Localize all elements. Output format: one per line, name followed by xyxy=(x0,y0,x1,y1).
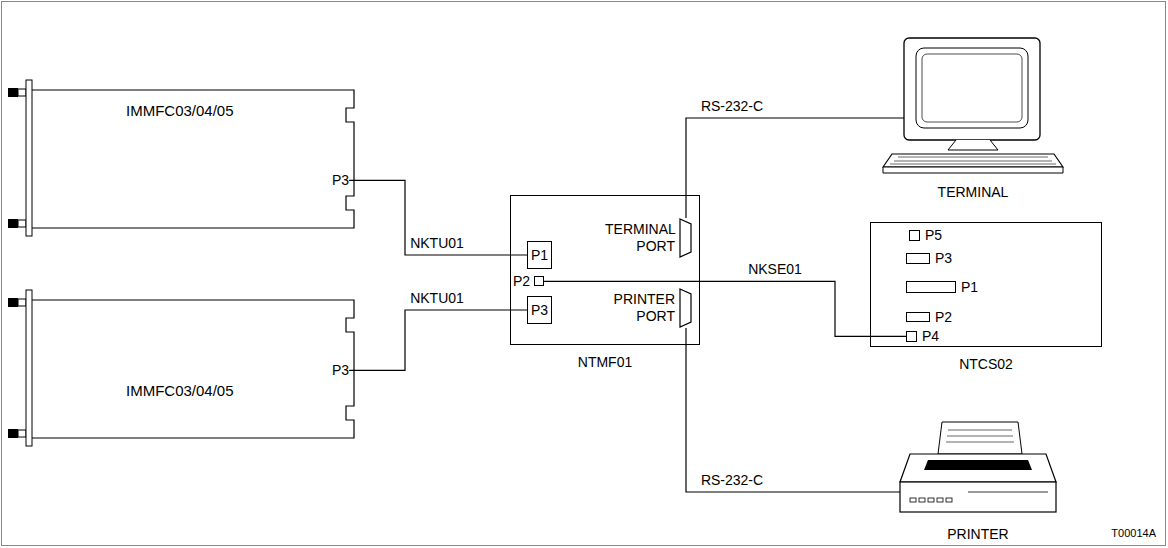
port-name: PRINTER PORT xyxy=(605,291,675,325)
small-connector: P2 xyxy=(513,273,544,290)
d-sub-port xyxy=(679,288,693,328)
connector-label: P3 xyxy=(332,172,349,189)
board-connector: P5 xyxy=(909,227,942,244)
cable-line xyxy=(349,180,527,255)
cable-name: NKTU01 xyxy=(408,235,466,251)
module-name: NTCS02 xyxy=(871,356,1101,373)
cable-name: NKTU01 xyxy=(408,290,466,306)
device-name: PRINTER xyxy=(898,526,1058,543)
connector-name: P1 xyxy=(531,247,548,264)
device-name: TERMINAL xyxy=(882,184,1064,201)
connector-name: P1 xyxy=(961,279,978,296)
connector-name: P3 xyxy=(935,250,952,267)
connector-name: P5 xyxy=(925,227,942,244)
printer-icon xyxy=(898,420,1058,520)
cable-name: RS-232-C xyxy=(699,98,765,114)
module-name: NTMF01 xyxy=(511,354,699,371)
port-name: TERMINAL PORT xyxy=(605,221,675,255)
board-connector: P1 xyxy=(906,279,978,296)
connector-name: P3 xyxy=(332,362,349,378)
board-connector: P2 xyxy=(906,309,952,326)
connector-outline xyxy=(906,331,917,342)
serial-port: PRINTER PORT xyxy=(605,288,693,328)
terminal-device: TERMINAL xyxy=(882,36,1064,202)
connector-name: P4 xyxy=(922,328,939,345)
cable-name: NKSE01 xyxy=(746,261,804,277)
connector-square xyxy=(534,276,544,286)
connector-outline xyxy=(906,312,930,322)
connector-label: P3 xyxy=(332,362,349,379)
module-box: NTCS02P5P3P1P2P4 xyxy=(870,222,1102,347)
serial-port: TERMINAL PORT xyxy=(605,218,693,258)
printer-device: PRINTER xyxy=(898,420,1058,544)
board-outline xyxy=(8,288,358,448)
cable-line xyxy=(686,328,900,492)
board-connector: P3 xyxy=(906,250,952,267)
connector-name: P3 xyxy=(531,302,548,319)
module-box: NTMF01P1P2P3TERMINAL PORTPRINTER PORT xyxy=(510,195,700,345)
connector-outline xyxy=(906,281,956,293)
cable-line xyxy=(544,281,906,336)
circuit-board: IMMFC03/04/05 P3 xyxy=(8,288,358,448)
terminal-icon xyxy=(882,36,1064,176)
circuit-board: IMMFC03/04/05P3 xyxy=(8,78,358,238)
ribbon-connector: P1 xyxy=(527,241,552,269)
connector-outline xyxy=(906,253,930,264)
board-connector: P4 xyxy=(906,328,939,345)
ribbon-connector: P3 xyxy=(527,296,552,324)
connector-name: P2 xyxy=(513,273,530,290)
figure-number: T00014A xyxy=(1111,527,1156,540)
connector-name: P2 xyxy=(935,309,952,326)
board-name: IMMFC03/04/05 xyxy=(126,382,234,400)
cable-line xyxy=(349,310,527,370)
cable-line xyxy=(686,118,904,218)
d-sub-port xyxy=(679,218,693,258)
board-name: IMMFC03/04/05 xyxy=(126,102,234,120)
connector-outline xyxy=(909,230,920,241)
cable-name: RS-232-C xyxy=(699,472,765,488)
connector-name: P3 xyxy=(332,172,349,188)
